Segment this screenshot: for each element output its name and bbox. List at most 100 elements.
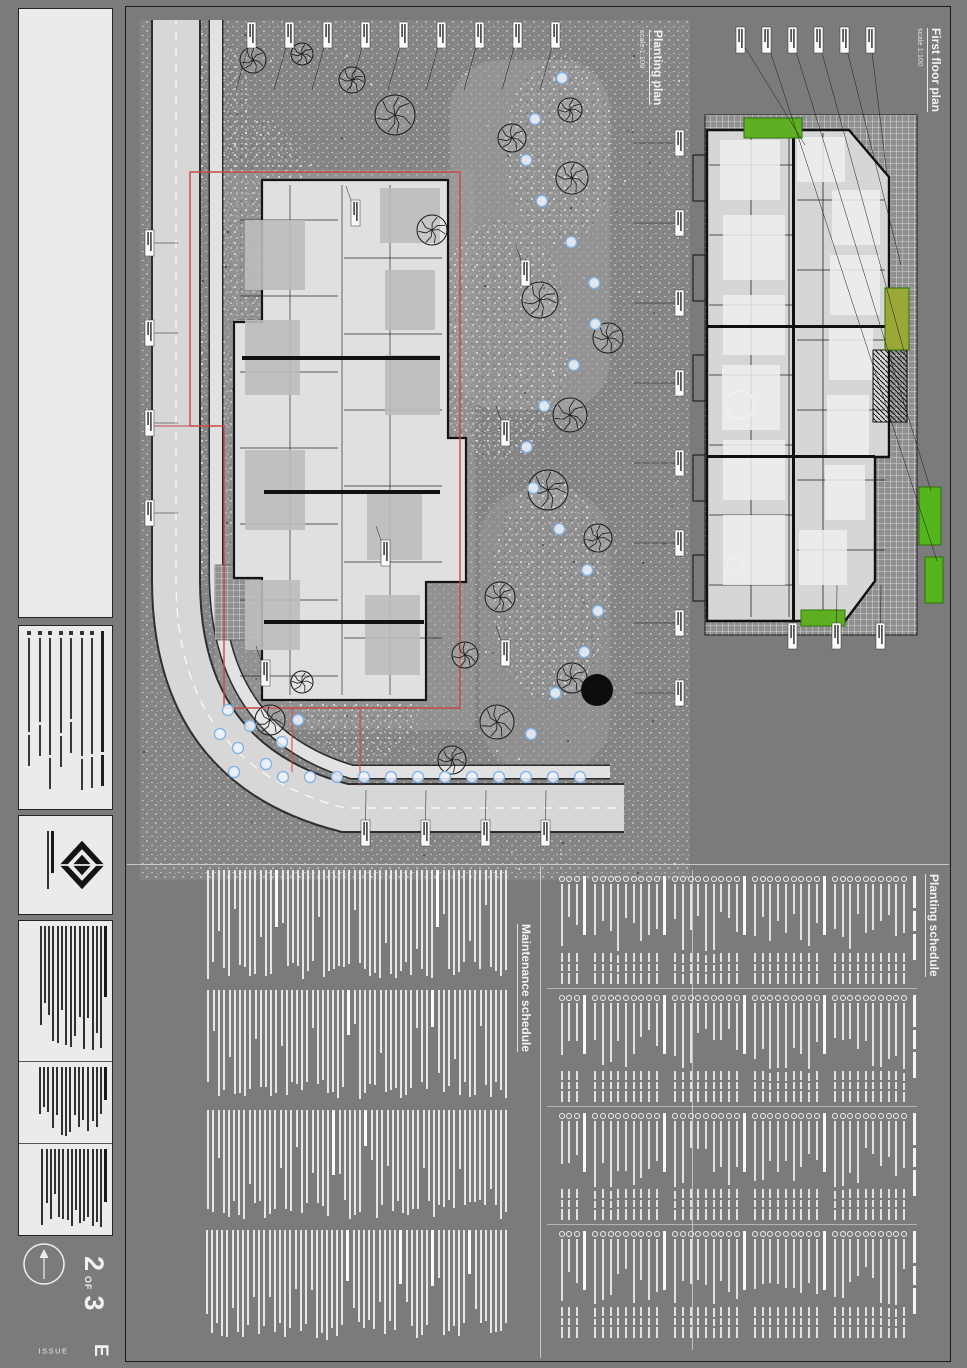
text-line <box>348 870 350 964</box>
text-line <box>480 990 482 1027</box>
maintenance-column <box>145 990 507 1102</box>
schedule-row <box>870 1231 878 1338</box>
text-line <box>887 1091 890 1102</box>
text-line <box>720 1091 723 1102</box>
text-line <box>893 1113 900 1119</box>
text-line <box>697 1189 700 1198</box>
text-line <box>712 1091 715 1102</box>
text-line <box>346 1230 349 1282</box>
text-line <box>625 1071 628 1081</box>
text-line <box>857 1318 860 1325</box>
text-line <box>95 1067 98 1127</box>
text-line <box>792 1082 795 1089</box>
schedules-divider <box>540 866 541 1358</box>
text-line <box>312 1110 314 1174</box>
text-line <box>903 1307 906 1316</box>
text-line <box>655 1209 658 1220</box>
text-line <box>754 884 757 936</box>
text-line <box>655 953 658 962</box>
text-line <box>681 1071 684 1081</box>
text-line <box>720 1200 723 1207</box>
text-line <box>720 953 723 962</box>
text-line <box>712 1318 715 1326</box>
text-line <box>332 990 334 1092</box>
text-line <box>735 1121 738 1168</box>
text-line <box>704 1121 707 1150</box>
text-line <box>697 1327 700 1338</box>
text-line <box>568 1307 571 1316</box>
text-line <box>560 1082 563 1089</box>
text-line <box>431 870 433 978</box>
text-line <box>344 1110 346 1201</box>
text-line <box>640 1318 643 1325</box>
text-line <box>864 1082 867 1089</box>
text-line <box>901 876 908 882</box>
text-line <box>702 876 709 882</box>
text-line <box>761 884 764 918</box>
text-line <box>807 1083 810 1090</box>
text-line <box>292 870 294 964</box>
text-line <box>575 953 578 962</box>
text-line <box>212 870 214 962</box>
text-line <box>752 995 759 1001</box>
text-line <box>428 1110 430 1201</box>
text-line <box>594 1318 597 1326</box>
schedule-header <box>913 995 916 1102</box>
text-line <box>568 1091 571 1102</box>
text-line <box>648 964 651 971</box>
text-line <box>901 1113 908 1119</box>
schedule-row <box>805 876 813 984</box>
text-line <box>617 1239 620 1275</box>
text-line <box>58 1149 61 1217</box>
text-line <box>264 1110 266 1219</box>
text-line <box>769 973 772 984</box>
schedule-row <box>854 876 862 984</box>
text-line <box>423 1110 425 1169</box>
schedule-section-rule <box>692 870 693 1350</box>
text-line <box>815 1071 818 1080</box>
text-line <box>632 973 635 984</box>
text-line <box>431 1230 434 1287</box>
text-line <box>864 1327 867 1338</box>
text-line <box>228 1110 230 1217</box>
text-line <box>784 1189 787 1198</box>
text-line <box>600 876 607 882</box>
text-line <box>87 1149 90 1217</box>
text-line <box>69 1067 72 1133</box>
text-line <box>79 926 82 1018</box>
text-line <box>353 1230 355 1308</box>
text-line <box>887 1318 890 1326</box>
text-line <box>354 990 356 1024</box>
text-line <box>305 1230 307 1325</box>
text-line <box>623 876 630 882</box>
text-line <box>78 1067 81 1127</box>
text-line <box>754 1239 757 1290</box>
text-line <box>218 870 220 932</box>
text-line <box>841 1082 844 1089</box>
text-line <box>880 1239 883 1304</box>
schedule-row <box>565 1231 573 1338</box>
schedule-row <box>797 1231 805 1338</box>
text-line <box>807 1072 810 1082</box>
text-line <box>735 1071 738 1080</box>
text-line <box>807 1189 810 1198</box>
text-line <box>742 1231 746 1290</box>
text-line <box>566 876 573 882</box>
text-line <box>640 1082 643 1089</box>
schedule-row <box>893 995 901 1102</box>
text-line <box>66 1149 69 1221</box>
text-line <box>800 1082 803 1089</box>
text-line <box>464 1110 466 1206</box>
text-line <box>704 1003 707 1030</box>
text-line <box>895 1327 898 1338</box>
text-line <box>849 1318 852 1325</box>
text-line <box>655 1200 658 1207</box>
schedule-row <box>885 1113 893 1220</box>
text-line <box>726 876 733 882</box>
text-line <box>831 1231 838 1237</box>
text-line <box>655 1189 658 1198</box>
text-line <box>769 1083 772 1090</box>
text-line <box>761 1209 764 1220</box>
text-line <box>51 830 54 874</box>
